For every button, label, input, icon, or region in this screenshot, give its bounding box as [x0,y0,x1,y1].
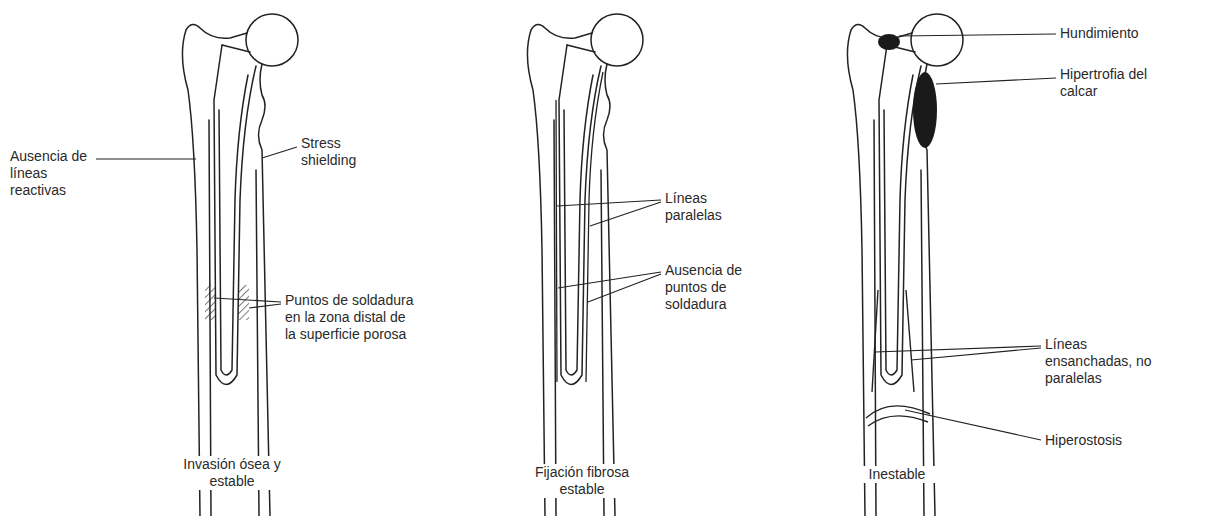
callout-label: Hundimiento [1058,25,1172,42]
callout-label: Stress shielding [299,135,373,169]
callout-label: Ausencia de puntos de soldadura [663,262,777,312]
callout-label: Líneas paralelas [663,190,747,224]
callout-label: Líneas ensanchadas, no paralelas [1043,336,1172,386]
figure-caption: Inestable [840,466,954,483]
callout-label: Hipertrofia del calcar [1058,66,1172,100]
callout-label: Puntos de soldadura en la zona distal de… [283,292,422,342]
figure-caption: Fijación fibrosa estable [515,464,649,498]
callout-label: Ausencia de líneas reactivas [8,148,96,198]
callout-label: Hiperostosis [1043,432,1157,449]
figure-caption: Invasión ósea y estable [160,456,304,490]
